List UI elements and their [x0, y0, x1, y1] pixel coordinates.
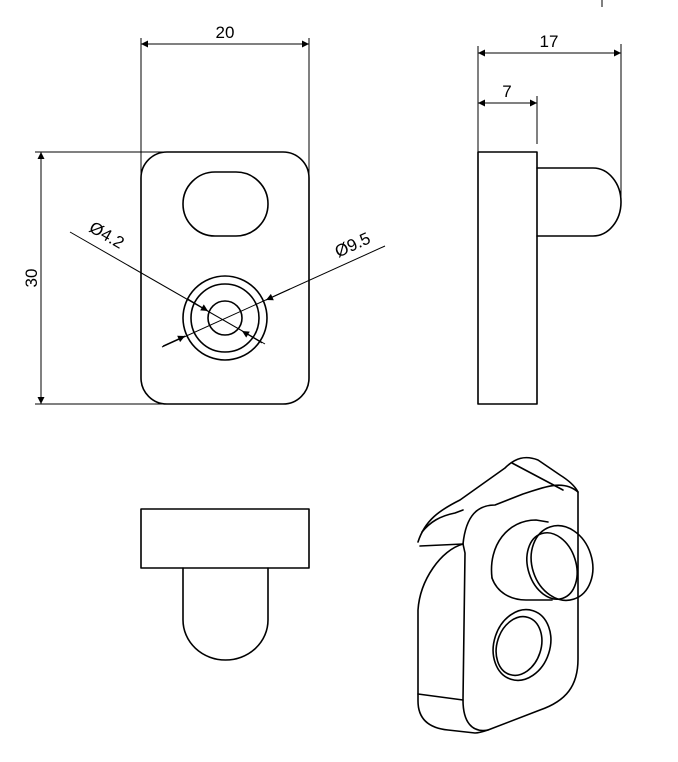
- through-hole-circle: [207, 300, 243, 336]
- leader-arrow-large-hole-1: [162, 335, 186, 347]
- bottom-boss-outline: [182, 567, 269, 661]
- leader-arrow-small-hole-2: [241, 330, 263, 344]
- iso-bottom-edge: [417, 693, 464, 701]
- front-view: 20 30 Ø4.2 Ø9.5: [22, 23, 386, 405]
- iso-boss-fillet: [526, 532, 578, 600]
- dimension-small-hole-label: Ø4.2: [86, 218, 127, 253]
- leader-arrow-small-hole-1: [187, 298, 209, 312]
- side-plate-outline: [477, 151, 538, 405]
- dimension-depth-label: 17: [540, 32, 559, 51]
- front-plate-outline: [140, 151, 310, 405]
- iso-front-face: [462, 484, 579, 732]
- iso-boss-body-top: [490, 519, 549, 579]
- iso-hole-outer: [492, 608, 552, 682]
- iso-side-edge: [419, 543, 464, 547]
- dimension-large-hole-label: Ø9.5: [332, 229, 373, 262]
- iso-hole-inner: [495, 615, 543, 677]
- side-boss-outline: [536, 167, 622, 237]
- dimension-width-label: 20: [216, 23, 235, 42]
- leader-line-small-hole: [69, 231, 266, 345]
- front-slot-outline: [182, 171, 269, 237]
- bottom-plate-outline: [140, 508, 310, 569]
- dimension-thickness-label: 7: [502, 82, 511, 101]
- side-view: 17 7: [477, 32, 622, 405]
- iso-boss-body-bottom: [491, 577, 553, 601]
- counterbore-inner-circle: [190, 283, 260, 353]
- iso-back-outline: [417, 543, 489, 734]
- dimension-height-label: 30: [22, 269, 41, 288]
- isometric-view: [417, 456, 594, 734]
- iso-boss-end: [530, 524, 594, 602]
- bottom-view: [140, 508, 310, 661]
- iso-top-fillet-edge: [511, 462, 564, 491]
- counterbore-outer-circle: [182, 275, 268, 361]
- iso-top-edge-inner: [421, 509, 464, 533]
- leader-arrow-large-hole-2: [265, 288, 291, 301]
- iso-top-edge: [417, 456, 579, 543]
